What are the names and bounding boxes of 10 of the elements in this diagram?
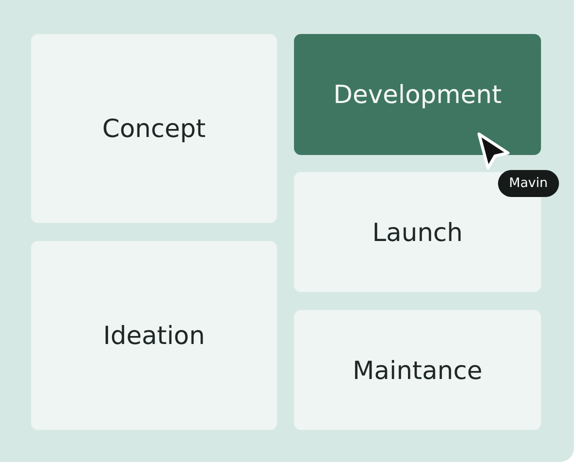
- stage-card: [31, 241, 277, 430]
- stage-label: Development: [333, 80, 502, 109]
- stage-label: Maintance: [352, 356, 482, 384]
- stage-label: Launch: [372, 218, 463, 246]
- stage-card: [294, 34, 541, 155]
- stage-label: Concept: [102, 114, 206, 143]
- user-tag: Mavin: [498, 170, 559, 197]
- stage-label: Ideation: [103, 321, 205, 350]
- stage-card: [294, 310, 541, 430]
- stage-card: [31, 34, 277, 223]
